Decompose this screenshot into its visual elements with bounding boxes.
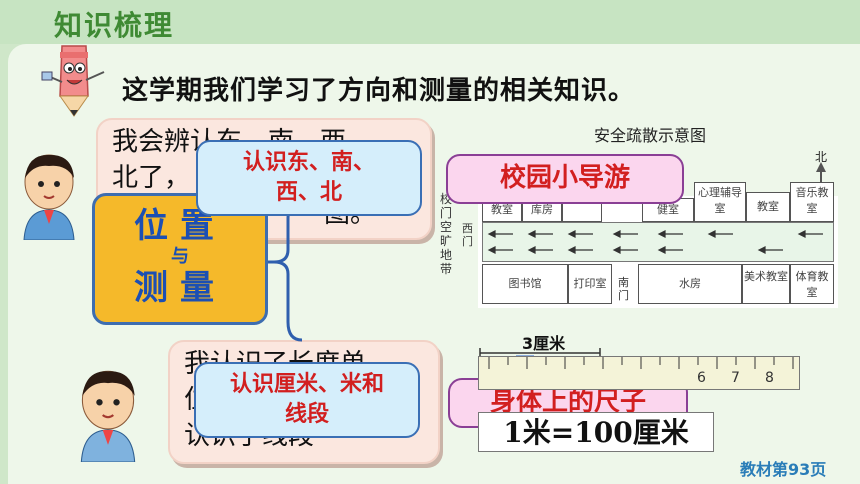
page-reference: 教材第93页 [740,460,827,479]
map-room: 教室 [746,192,790,222]
ruler: 6 7 8 [478,356,800,390]
north-label: 北 [815,150,828,164]
ruler-caption: 3厘米 [522,334,566,353]
pencil-mascot-icon [41,45,105,117]
section-title: 知识梳理 [54,9,175,42]
core-line2: 与 [171,246,189,267]
west-gate-label: 西门 [462,222,473,248]
tag-direction: 认识东、南、西、北 [196,140,422,216]
equation-box: 1米=100厘米 [478,412,714,452]
intro-sentence: 这学期我们学习了方向和测量的相关知识。 [122,76,636,106]
ruler-ticks [488,357,794,369]
ruler-number: 6 [697,370,706,386]
ruler-number: 7 [731,370,740,386]
map-room: 美术教室 [742,264,790,304]
map-room: 水房 [638,264,742,304]
evacuation-arrows [487,230,823,254]
south-gate-label: 南门 [618,276,629,302]
map-room: 音乐教室 [790,182,834,222]
map-room: 体育教室 [790,264,834,304]
map-room: 打印室 [568,264,612,304]
bubble-top-line2: 北了， [112,163,191,193]
tag-campus-tour: 校园小导游 [446,154,684,204]
header-bar: 知识梳理 [0,0,860,44]
boy-avatar-top [23,154,75,240]
brace-connector [268,198,303,342]
ruler-number: 8 [765,370,774,386]
map-room: 图书馆 [482,264,568,304]
core-line3: 测量 [134,268,226,308]
tag-length: 认识厘米、米和线段 [194,362,420,438]
boy-avatar-bottom [80,370,136,462]
map-title: 安全疏散示意图 [594,126,707,145]
map-room: 心理辅导室 [694,182,746,222]
map-left-label: 校门空旷地带 [440,192,453,276]
map-corridor [482,222,834,262]
